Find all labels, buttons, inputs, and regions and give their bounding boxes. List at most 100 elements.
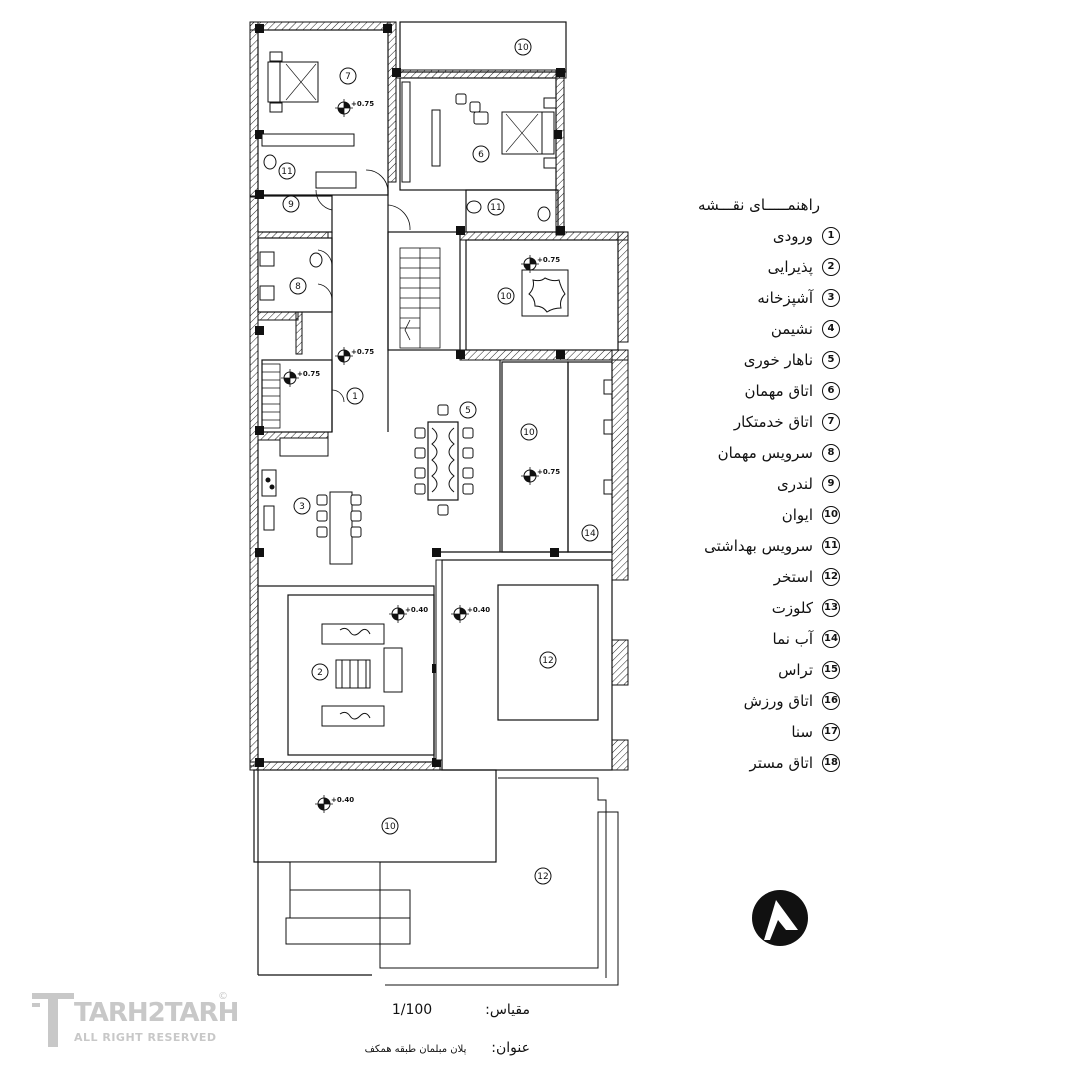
level-label: +0.75	[297, 370, 320, 378]
level-label: +0.75	[351, 100, 374, 108]
legend-item: 4 نشیمن	[640, 313, 840, 344]
legend-item: 9 لندری	[640, 468, 840, 499]
wardrobes	[261, 81, 441, 189]
room-tag: 14	[584, 529, 596, 539]
scale-label: مقیاس:	[485, 1002, 530, 1018]
legend-label: اتاق مهمان	[744, 381, 813, 400]
legend-label: سنا	[791, 722, 813, 741]
wc-fixtures	[259, 154, 551, 301]
legend-number: 7	[822, 412, 840, 431]
level-labels: +0.75 +0.75 +0.75 +0.75 +0.75 +0.40 +0.4…	[297, 100, 560, 804]
logo-name: TARH2TARH	[74, 998, 239, 1028]
legend-item: 1 ورودی	[640, 220, 840, 251]
bed-guest-room	[501, 97, 557, 169]
room-tag: 12	[537, 872, 548, 882]
room-tag: 5	[465, 406, 471, 416]
side-window	[435, 379, 613, 761]
legend-item: 15 تراس	[640, 654, 840, 685]
legend-item: 17 سنا	[640, 716, 840, 747]
legend-item: 7 اتاق خدمتکار	[640, 406, 840, 437]
legend-label: سرویس مهمان	[717, 443, 813, 462]
legend-label: آب نما	[772, 629, 813, 648]
room-tag: 2	[317, 668, 323, 678]
room-tag: 10	[523, 428, 535, 438]
drawing-title-label: عنوان:	[491, 1040, 530, 1056]
room-tag: 10	[500, 292, 512, 302]
room-tag: 9	[288, 200, 294, 210]
legend-number: 4	[822, 319, 840, 338]
porch-plant	[521, 269, 569, 317]
guest-room-chairs	[455, 93, 489, 125]
legend-number: 1	[822, 226, 840, 245]
legend-label: استخر	[773, 567, 813, 586]
level-label: +0.75	[351, 348, 374, 356]
legend-item: 5 ناهار خوری	[640, 344, 840, 375]
legend-item: 12 استخر	[640, 561, 840, 592]
legend-list: 1 ورودی 2 پذیرایی 3 آشپزخانه 4 نشیمن 5 ناهار خوری…	[640, 220, 840, 778]
logo-subtitle: ALL RIGHT RESERVED	[74, 1031, 217, 1044]
legend-item: 3 آشپزخانه	[640, 282, 840, 313]
legend-label: اتاق ورزش	[743, 691, 813, 710]
legend-label: لندری	[777, 474, 813, 493]
drawing-title-row: عنوان: پلان مبلمان طبقه همکف	[365, 1040, 530, 1056]
room-tag: 1	[352, 392, 358, 402]
legend-number: 13	[822, 598, 840, 617]
tarh2tarh-logo: TARH2TARH © ALL RIGHT RESERVED	[30, 985, 240, 1055]
room-tag: 11	[281, 167, 292, 177]
legend-label: تراس	[778, 660, 813, 679]
legend-label: نشیمن	[770, 319, 813, 338]
legend-number: 3	[822, 288, 840, 307]
legend-number: 2	[822, 257, 840, 276]
room-tag: 11	[490, 203, 501, 213]
staircase	[261, 247, 441, 429]
level-label: +0.75	[537, 256, 560, 264]
legend-number: 9	[822, 474, 840, 493]
north-arrow-icon	[752, 890, 808, 946]
dining-table	[414, 404, 474, 516]
room-tag: 6	[478, 150, 484, 160]
legend-number: 5	[822, 350, 840, 369]
bed-servant-room	[267, 51, 319, 113]
legend-number: 14	[822, 629, 840, 648]
legend-label: آشپزخانه	[757, 288, 813, 307]
scale-value: 1/100	[391, 1002, 433, 1018]
legend-label: پذیرایی	[767, 257, 813, 276]
level-label: +0.40	[405, 606, 428, 614]
logo-copyright: ©	[218, 991, 228, 1002]
level-label: +0.40	[331, 796, 354, 804]
legend-number: 15	[822, 660, 840, 679]
room-tag: 3	[299, 502, 305, 512]
legend-number: 10	[822, 505, 840, 524]
room-tag: 10	[384, 822, 396, 832]
level-label: +0.40	[467, 606, 490, 614]
title-block: مقیاس: 1/100 عنوان: پلان مبلمان طبقه همک…	[340, 1000, 530, 1070]
level-label: +0.75	[537, 468, 560, 476]
room-tag: 12	[542, 656, 553, 666]
room-tag: 8	[295, 282, 301, 292]
legend-label: ناهار خوری	[743, 350, 813, 369]
room-tag: 7	[345, 72, 351, 82]
legend-label: اتاق مستر	[749, 753, 813, 772]
legend-label: ایوان	[781, 505, 813, 524]
legend-label: ورودی	[772, 226, 813, 245]
legend-item: 14 آب نما	[640, 623, 840, 654]
legend-number: 16	[822, 691, 840, 710]
room-tags: 7 10 6 11 11 9 8 10 1 5 10 3 14 12 2 10 …	[278, 38, 599, 885]
stair-treads	[400, 257, 440, 329]
legend-number: 17	[822, 722, 840, 741]
kitchen-fixtures	[261, 437, 353, 565]
legend-number: 12	[822, 567, 840, 586]
legend-number: 11	[822, 536, 840, 555]
legend-label: سرویس بهداشتی	[704, 536, 813, 555]
terrace-steps	[285, 777, 619, 986]
legend-label: اتاق خدمتکار	[733, 412, 813, 431]
legend-item: 13 کلوزت	[640, 592, 840, 623]
legend-label: کلوزت	[771, 598, 813, 617]
scale-row: مقیاس: 1/100	[392, 1002, 530, 1018]
legend-item: 10 ایوان	[640, 499, 840, 530]
legend-number: 8	[822, 443, 840, 462]
